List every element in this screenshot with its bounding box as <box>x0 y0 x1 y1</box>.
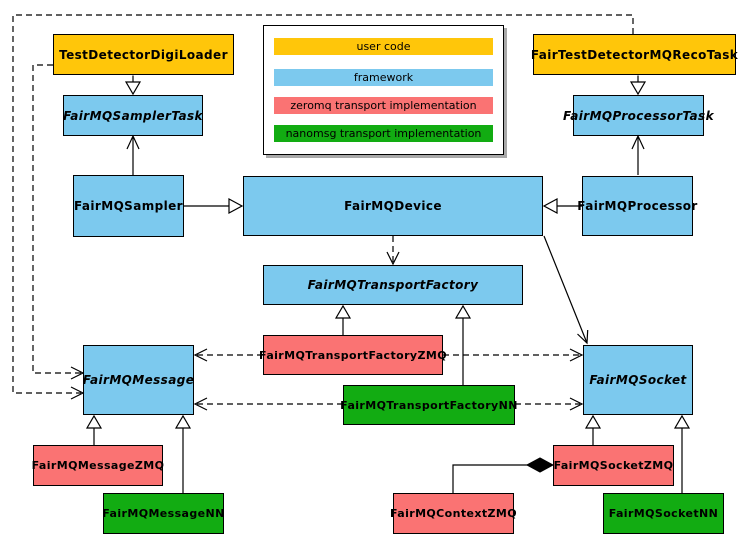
edge-socketzmq-composes-contextzmq <box>452 457 555 493</box>
node-fairmq-message-zmq: FairMQMessageZMQ <box>32 445 164 486</box>
node-fairmq-transport-factory-nn: FairMQTransportFactoryNN <box>340 385 517 425</box>
legend-item-user-code: user code <box>274 38 493 55</box>
legend-item-nanomsg: nanomsg transport implementation <box>274 125 493 142</box>
edge-factoryzmq-creates-message <box>193 348 263 362</box>
edge-socketnn-inherits-socket <box>673 414 691 493</box>
edge-digiloader-inherits-samplertask <box>124 75 142 96</box>
edge-device-uses-transportfactory <box>386 236 400 266</box>
edge-device-uses-socket <box>543 235 589 345</box>
edge-factorynn-inherits-transportfactory <box>454 304 472 385</box>
edge-factorynn-creates-socket <box>515 397 584 411</box>
node-fairmq-message-nn: FairMQMessageNN <box>102 493 224 534</box>
edge-factoryzmq-inherits-transportfactory <box>334 304 352 335</box>
node-fairmq-transport-factory: FairMQTransportFactory <box>263 265 523 305</box>
node-fairmq-message: FairMQMessage <box>83 345 194 415</box>
legend-box: user code framework zeromq transport imp… <box>263 25 504 155</box>
node-fairmq-sampler: FairMQSampler <box>73 175 184 237</box>
edge-processor-uses-processortask <box>631 134 645 175</box>
legend-item-framework: framework <box>274 69 493 86</box>
node-fair-test-detector-mq-reco-task: FairTestDetectorMQRecoTask <box>531 34 738 75</box>
edge-recotask-inherits-processortask <box>629 75 647 96</box>
edge-sampler-uses-samplertask <box>126 134 140 175</box>
node-fairmq-processor-task: FairMQProcessorTask <box>563 95 714 136</box>
edge-sampler-inherits-device <box>184 197 244 215</box>
node-fairmq-socket: FairMQSocket <box>583 345 693 415</box>
edge-messagenn-inherits-message <box>174 414 192 493</box>
edge-messagezmq-inherits-message <box>85 414 103 445</box>
node-test-detector-digi-loader: TestDetectorDigiLoader <box>53 34 234 75</box>
node-fairmq-transport-factory-zmq: FairMQTransportFactoryZMQ <box>259 335 447 375</box>
edge-processor-inherits-device <box>542 197 582 215</box>
node-fairmq-socket-nn: FairMQSocketNN <box>603 493 724 534</box>
node-fairmq-processor: FairMQProcessor <box>577 176 697 236</box>
legend-item-zeromq: zeromq transport implementation <box>274 97 493 114</box>
node-fairmq-sampler-task: FairMQSamplerTask <box>63 95 203 136</box>
edge-factoryzmq-creates-socket <box>443 348 584 362</box>
node-fairmq-context-zmq: FairMQContextZMQ <box>390 493 517 534</box>
node-fairmq-device: FairMQDevice <box>243 176 543 236</box>
node-fairmq-socket-zmq: FairMQSocketZMQ <box>553 445 674 486</box>
edge-socketzmq-inherits-socket <box>584 414 602 445</box>
edge-factorynn-creates-message <box>193 397 343 411</box>
